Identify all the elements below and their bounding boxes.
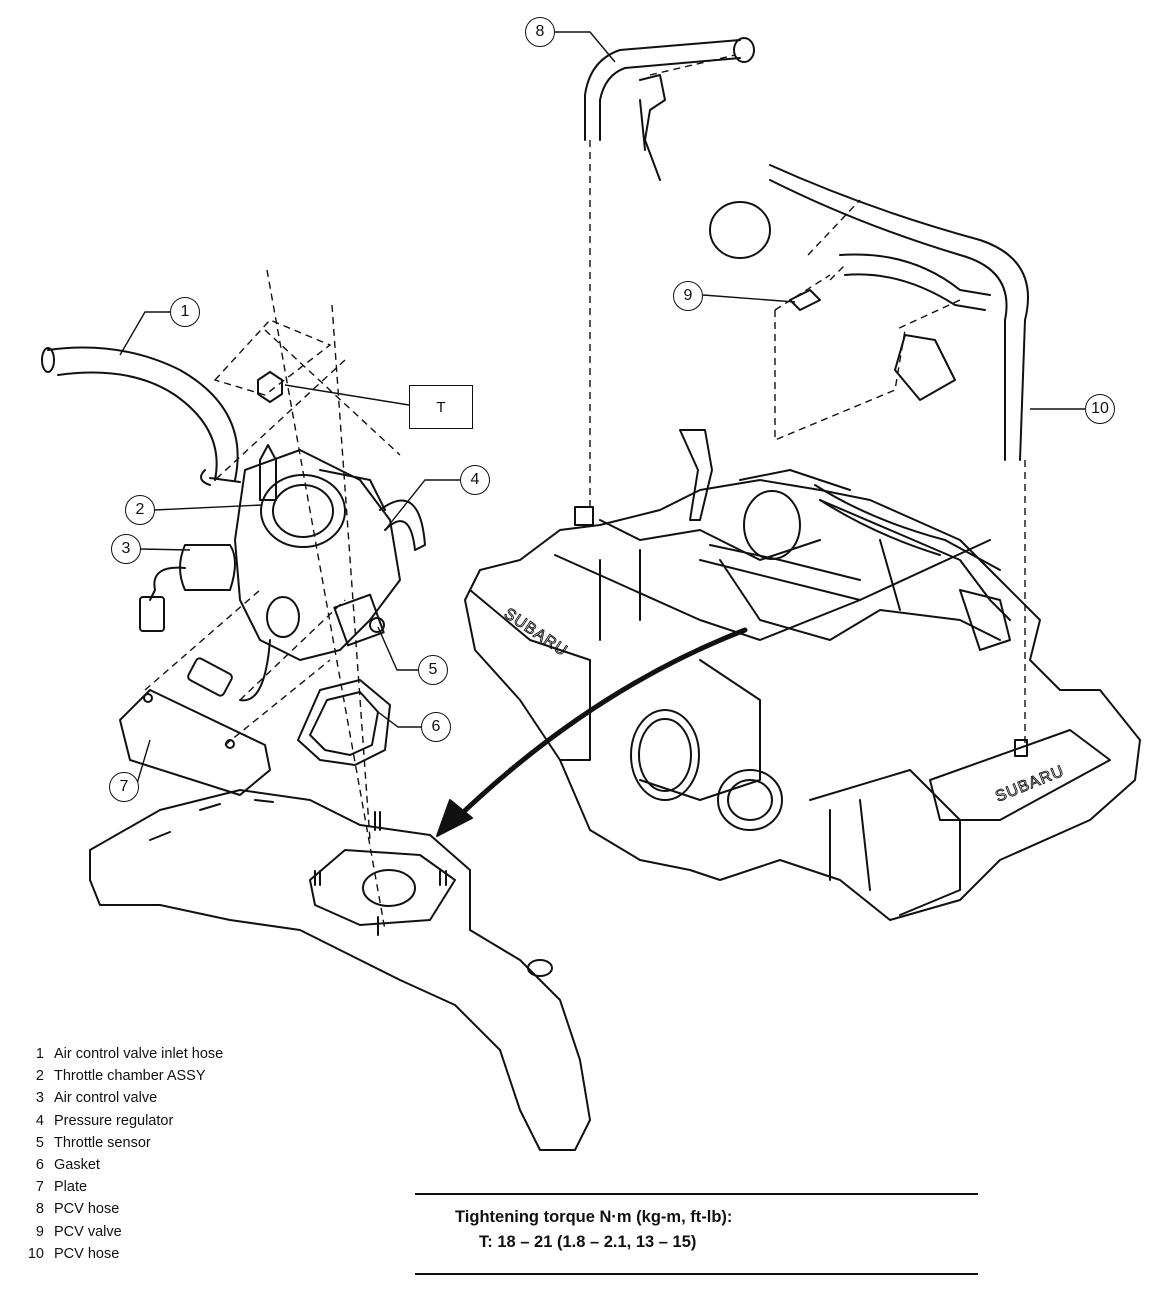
air-control-valve-inlet-hose: [47, 346, 239, 481]
callout-6: 6: [421, 712, 451, 742]
legend-item: 4 Pressure regulator: [20, 1110, 223, 1132]
legend-item: 6 Gasket: [20, 1154, 223, 1176]
legend-number: 10: [27, 1245, 44, 1262]
legend-item: 7 Plate: [20, 1176, 223, 1198]
callout-9: 9: [673, 281, 703, 311]
gasket: [297, 679, 391, 766]
legend-label: PCV valve: [54, 1223, 122, 1240]
intake-manifold: [89, 789, 591, 1151]
legend-label: Plate: [54, 1179, 88, 1196]
legend-label: Air control valve: [54, 1090, 158, 1107]
legend-item: 3 Air control valve: [20, 1087, 223, 1109]
legend-item: 8 PCV hose: [20, 1198, 223, 1220]
callout-10: 10: [1085, 394, 1115, 424]
legend-label: Throttle chamber ASSY: [54, 1068, 206, 1085]
engine-block: [464, 479, 1141, 921]
callout-7: 7: [109, 772, 139, 802]
legend-label: PCV hose: [54, 1245, 120, 1262]
callout-8: 8: [525, 17, 555, 47]
legend-item: 1 Air control valve inlet hose: [20, 1043, 223, 1065]
air-control-valve: [179, 544, 236, 591]
legend-item: 5 Throttle sensor: [20, 1132, 223, 1154]
callout-5: 5: [418, 655, 448, 685]
legend-number: 4: [35, 1112, 44, 1129]
torque-box: T: [409, 385, 473, 429]
callout-1: 1: [170, 297, 200, 327]
legend-number: 2: [35, 1068, 44, 1085]
engine-logo-left: SUBARU: [501, 605, 571, 660]
legend-number: 9: [35, 1223, 44, 1240]
legend-number: 8: [35, 1201, 44, 1218]
legend-number: 7: [35, 1179, 44, 1196]
pcv-hose-8: [584, 39, 741, 141]
callout-3: 3: [111, 534, 141, 564]
legend-label: Pressure regulator: [54, 1112, 174, 1129]
engine-logo-right: SUBARU: [993, 763, 1067, 806]
legend-number: 1: [35, 1046, 44, 1062]
callout-4: 4: [460, 465, 490, 495]
bottom-rule: [415, 1273, 978, 1275]
legend-item: 2 Throttle chamber ASSY: [20, 1065, 223, 1087]
torque-value: T: 18 – 21 (1.8 – 2.1, 13 – 15): [479, 1233, 697, 1251]
installation-arrow: [452, 627, 748, 823]
legend-number: 6: [35, 1157, 44, 1174]
legend-label: Air control valve inlet hose: [54, 1046, 224, 1062]
legend-item: 9 PCV valve: [20, 1221, 223, 1243]
plate: [119, 689, 271, 796]
legend-label: Throttle sensor: [54, 1134, 151, 1151]
legend-item: 10 PCV hose: [20, 1243, 223, 1265]
torque-specification: Tightening torque N·m (kg-m, ft-lb): T: …: [455, 1208, 732, 1252]
torque-heading: Tightening torque N·m (kg-m, ft-lb):: [455, 1208, 733, 1226]
legend-number: 5: [35, 1134, 44, 1151]
pcv-valve: [789, 289, 821, 311]
top-rule: [415, 1193, 978, 1195]
legend-number: 3: [35, 1090, 44, 1107]
callout-2: 2: [125, 495, 155, 525]
legend-label: PCV hose: [54, 1201, 120, 1218]
pcv-hose-10: [769, 164, 1029, 461]
legend-label: Gasket: [54, 1157, 100, 1174]
